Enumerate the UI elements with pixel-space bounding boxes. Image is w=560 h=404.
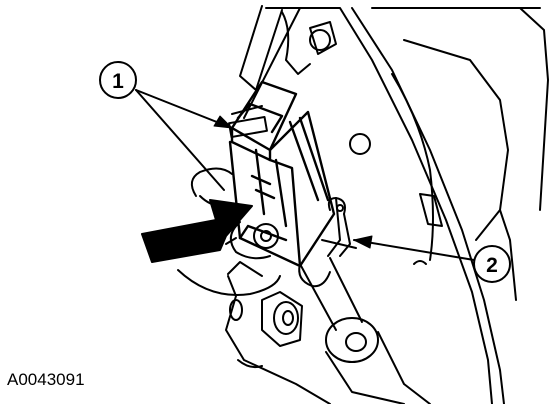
connector-top <box>228 105 268 139</box>
frame-bracket <box>243 7 549 404</box>
upper-cable <box>239 5 371 155</box>
callout-2-number: 2 <box>486 254 498 277</box>
callout-2 <box>353 239 511 283</box>
callout-1-number: 1 <box>112 70 124 93</box>
callout-2-arrowhead <box>353 235 373 249</box>
lower-linkage <box>298 257 431 404</box>
retaining-clip <box>321 197 357 257</box>
mounting-lug <box>225 221 279 260</box>
direction-arrow-icon <box>141 199 253 263</box>
lower-bracket <box>177 167 331 404</box>
callout-1 <box>99 61 233 191</box>
callout-1-arrowhead-top <box>213 115 233 129</box>
figure-code: A0043091 <box>7 370 85 389</box>
